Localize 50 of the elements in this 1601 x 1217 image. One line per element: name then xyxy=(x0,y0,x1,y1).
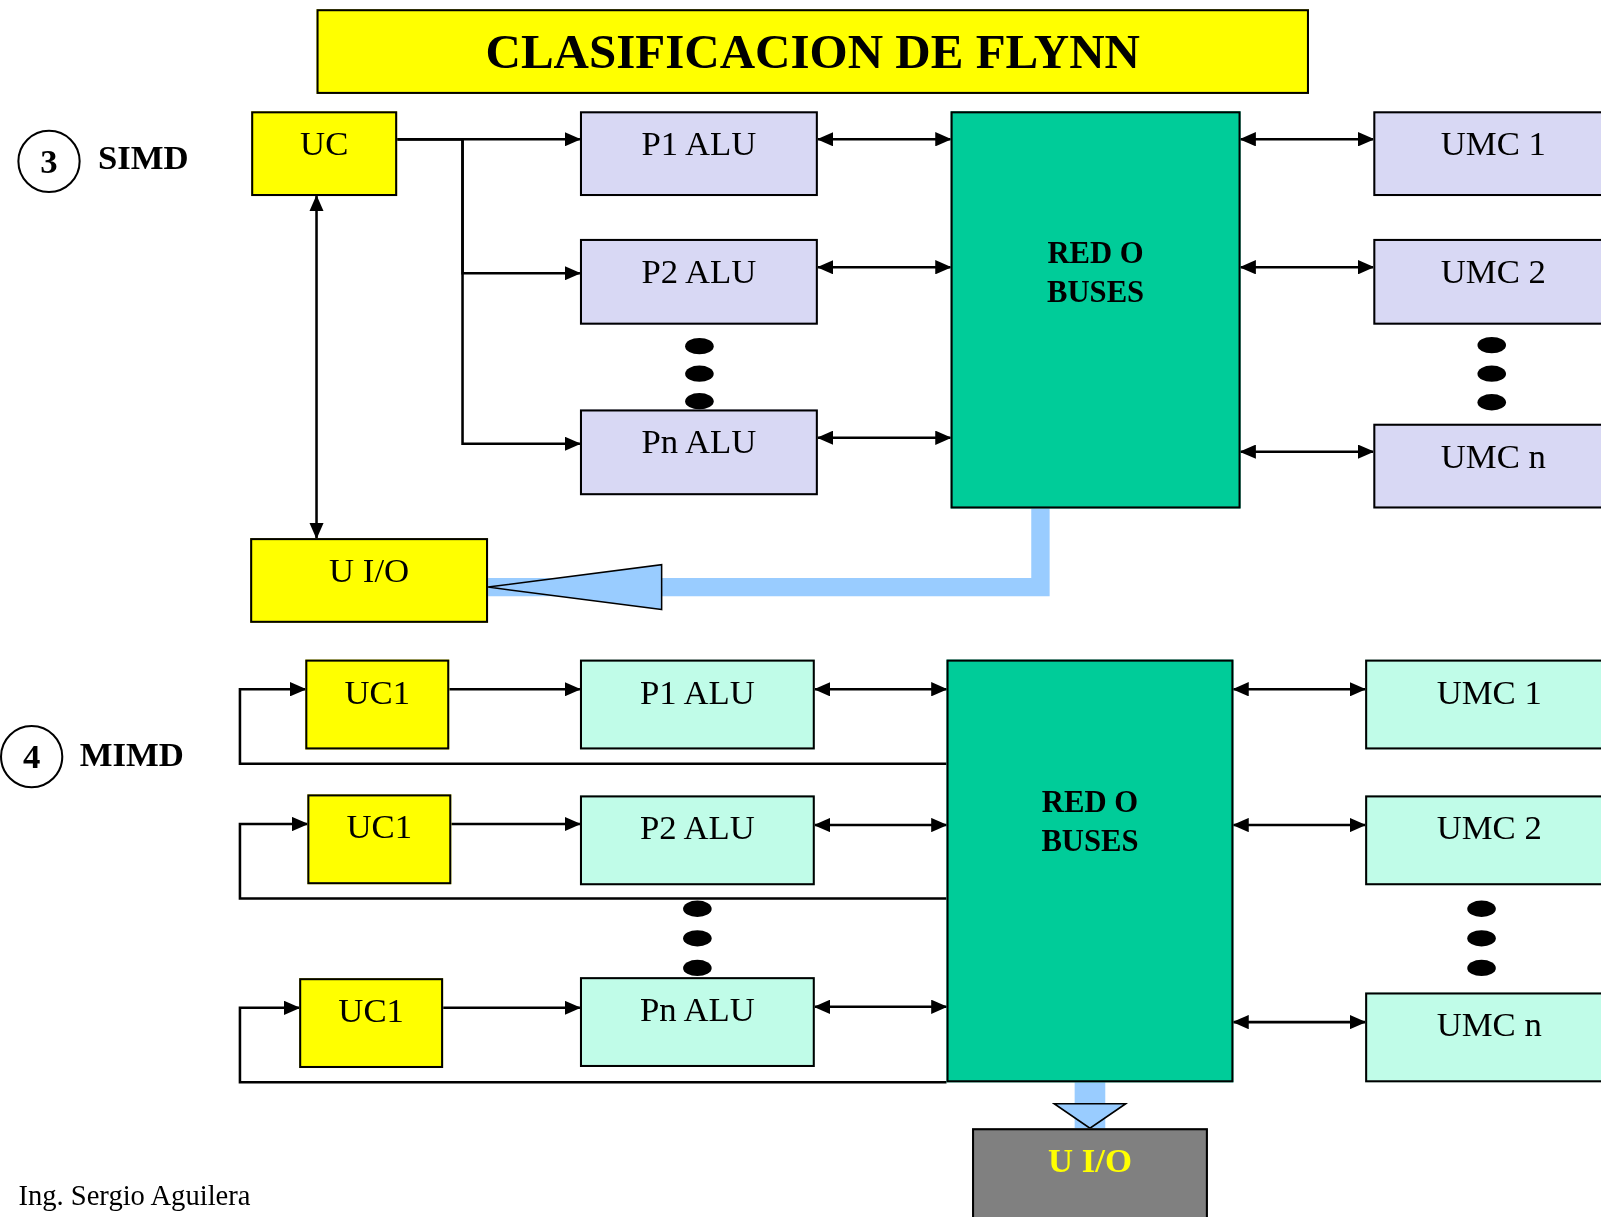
number-circle: 4 xyxy=(0,724,64,789)
number-circle: 3 xyxy=(17,129,81,193)
double-arrow xyxy=(1232,817,1367,833)
process-box: P1 ALU xyxy=(579,659,815,750)
arrow xyxy=(238,1000,947,1084)
process-box: UMC 1 xyxy=(1373,111,1601,197)
double-arrow xyxy=(1239,260,1375,275)
io-box: U I/O xyxy=(972,1128,1208,1217)
double-arrow xyxy=(816,132,952,147)
control-unit-box: UC1 xyxy=(307,794,452,885)
double-arrow xyxy=(813,682,948,697)
process-box: P1 ALU xyxy=(579,111,818,197)
block-arrow xyxy=(1053,1082,1127,1129)
arrow xyxy=(238,682,947,765)
double-arrow xyxy=(816,430,952,445)
network-box xyxy=(946,659,1234,1083)
process-box: UMC 1 xyxy=(1365,659,1601,750)
node-label: RED O BUSES xyxy=(1047,234,1145,310)
process-box: P2 ALU xyxy=(579,238,818,325)
node-label: RED O BUSES xyxy=(1041,783,1139,859)
double-arrow xyxy=(1232,682,1367,697)
process-box: Pn ALU xyxy=(579,977,815,1067)
process-box: UMC 2 xyxy=(1373,238,1601,325)
control-unit-box: UC1 xyxy=(299,978,444,1068)
process-box: Pn ALU xyxy=(579,409,818,496)
title-banner: CLASIFICACION DE FLYNN xyxy=(316,9,1309,94)
arrow xyxy=(451,816,581,832)
double-arrow xyxy=(1232,1014,1367,1030)
control-unit-box: U I/O xyxy=(250,538,489,623)
control-unit-box: UC1 xyxy=(305,659,450,750)
double-arrow xyxy=(813,999,948,1014)
double-arrow xyxy=(813,817,948,833)
arrow xyxy=(443,1000,581,1015)
process-box: UMC 2 xyxy=(1365,795,1601,886)
double-arrow xyxy=(1239,444,1375,459)
double-arrow xyxy=(309,195,324,540)
control-unit-box: UC xyxy=(251,111,398,197)
double-arrow xyxy=(1239,132,1375,147)
arrow xyxy=(238,816,947,900)
network-box xyxy=(950,111,1241,509)
arrow xyxy=(397,138,581,451)
process-box: P2 ALU xyxy=(579,795,815,886)
process-box: UMC n xyxy=(1373,423,1601,509)
double-arrow xyxy=(816,260,952,275)
block-arrow xyxy=(487,508,1050,611)
section-label: MIMD xyxy=(79,735,184,774)
process-box: UMC n xyxy=(1365,992,1601,1083)
author-note: Ing. Sergio Aguilera xyxy=(18,1179,251,1212)
arrow xyxy=(449,682,581,697)
section-label: SIMD xyxy=(98,138,189,178)
